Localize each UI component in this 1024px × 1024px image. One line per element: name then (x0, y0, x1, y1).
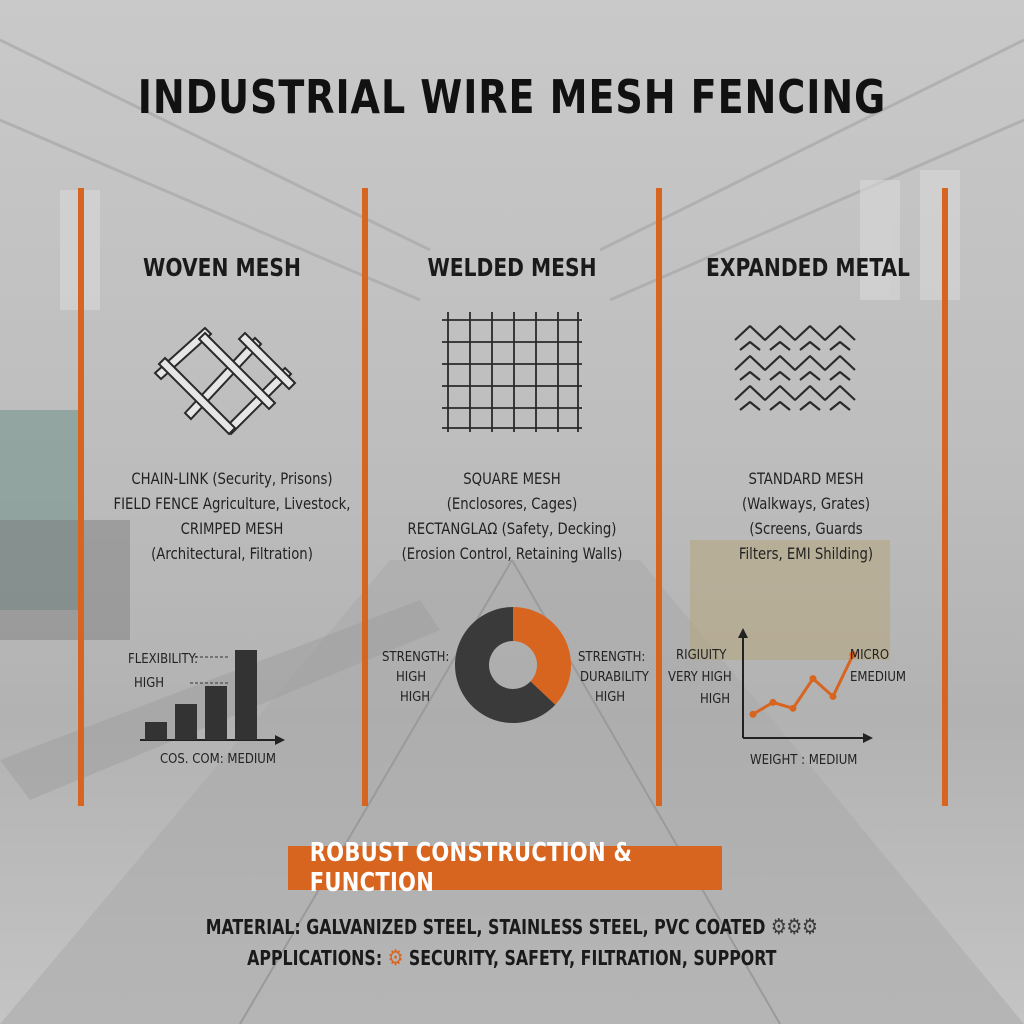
rigidity-line-chart (738, 628, 873, 743)
donut-label-left-2: HIGH (396, 670, 427, 685)
desc-line: (Erosion Control, Retaining Walls) (401, 544, 623, 563)
bar (205, 686, 227, 740)
donut-label-right-3: HIGH (595, 690, 626, 705)
desc-line: CRIMPED MESH (180, 519, 284, 538)
divider-line (78, 188, 84, 806)
expanded-description: STANDARD MESH (Walkways, Grates) (Screen… (668, 466, 944, 566)
robust-construction-banner: ROBUST CONSTRUCTION & FUNCTION (288, 838, 722, 898)
axis-arrow (738, 628, 748, 638)
line-chart-xlabel: WEIGHT : MEDIUM (750, 753, 858, 768)
page-title: INDUSTRIAL WIRE MESH FENCING (137, 70, 887, 124)
applications-text: SECURITY, SAFETY, FILTRATION, SUPPORT (409, 946, 777, 970)
bar (175, 704, 197, 740)
desc-line: (Enclosores, Cages) (446, 494, 578, 513)
desc-line: RECTANGLAΩ (Safety, Decking) (407, 519, 617, 538)
line-chart-label-5: EMEDIUM (850, 670, 906, 685)
divider-line (362, 188, 368, 806)
bar-chart-xlabel: COS. COM: MEDIUM (160, 752, 276, 767)
donut-label-right-1: STRENGTH: (578, 650, 646, 665)
column-heading-woven: WOVEN MESH (143, 253, 301, 282)
donut-label-right-2: DURABILITY (580, 670, 649, 685)
material-text: MATERIAL: GALVANIZED STEEL, STAINLESS ST… (205, 915, 766, 939)
strength-donut-chart (455, 607, 571, 723)
axis-arrow (863, 733, 873, 743)
bar-chart-label-flex: FLEXIBILITY: (128, 652, 199, 667)
bar (235, 650, 257, 740)
line-point (789, 704, 797, 712)
divider-line (942, 188, 948, 806)
desc-line: (Walkways, Grates) (741, 494, 871, 513)
line-point (769, 698, 777, 706)
desc-line: (Architectural, Filtration) (151, 544, 313, 563)
line-chart-label-2: VERY HIGH (668, 670, 732, 685)
line-chart-label-1: RIGIUITY (676, 648, 727, 663)
gear-icons: ⚙⚙⚙ (771, 915, 819, 940)
welded-description: SQUARE MESH (Enclosores, Cages) RECTANGL… (374, 466, 650, 566)
line-chart-label-4: MICRO (850, 648, 890, 663)
desc-line: STANDARD MESH (748, 469, 864, 488)
donut-label-left-3: HIGH (400, 690, 431, 705)
welded-grid-icon (442, 312, 582, 432)
applications-label: APPLICATIONS: (247, 946, 383, 970)
column-heading-expanded: EXPANDED METAL (706, 253, 910, 282)
material-line: MATERIAL: GALVANIZED STEEL, STAINLESS ST… (0, 915, 1024, 940)
donut-slice (513, 607, 571, 705)
desc-line: (Screens, Guards (749, 519, 863, 538)
woven-description: CHAIN-LINK (Security, Prisons) FIELD FEN… (94, 466, 370, 566)
donut-label-left-1: STRENGTH: (382, 650, 450, 665)
column-heading-welded: WELDED MESH (427, 253, 597, 282)
flexibility-bar-chart (140, 650, 285, 745)
line-point (849, 651, 857, 659)
donut-slice (455, 607, 556, 723)
axis-arrow (275, 735, 285, 745)
divider-line (656, 188, 662, 806)
line-point (829, 692, 837, 700)
desc-line: CHAIN-LINK (Security, Prisons) (131, 469, 333, 488)
expanded-metal-icon (734, 325, 856, 411)
applications-line: APPLICATIONS: ⚙ SECURITY, SAFETY, FILTRA… (0, 946, 1024, 971)
bar-chart-label-high: HIGH (134, 676, 165, 691)
desc-line: Filters, EMI Shilding) (738, 544, 874, 563)
desc-line: FIELD FENCE Agriculture, Livestock, (113, 494, 351, 513)
line-point (809, 675, 817, 683)
woven-mesh-icon (153, 326, 297, 436)
desc-line: SQUARE MESH (463, 469, 561, 488)
banner-text: ROBUST CONSTRUCTION & FUNCTION (309, 838, 633, 898)
line-point (749, 710, 757, 718)
gear-icon: ⚙ (387, 946, 404, 971)
line-chart-label-3: HIGH (700, 692, 731, 707)
line-series (752, 654, 855, 716)
bar (145, 722, 167, 740)
